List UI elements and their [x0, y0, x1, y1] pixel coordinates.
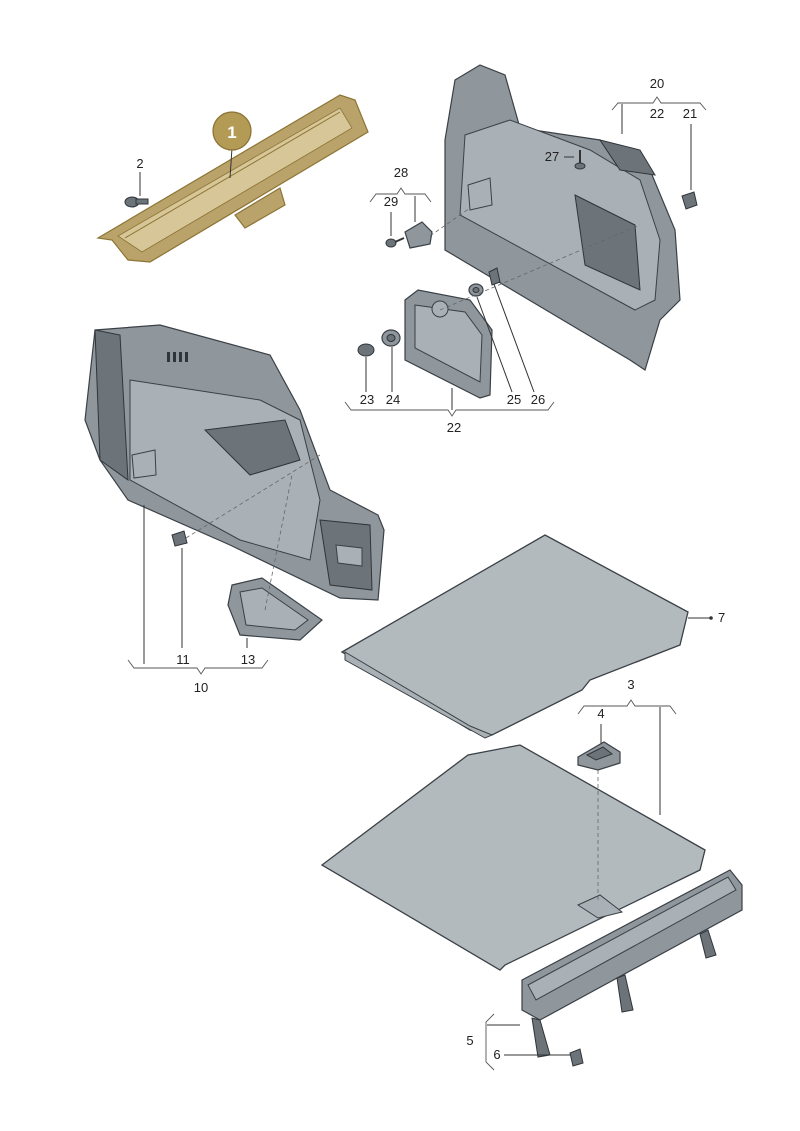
label-23: 23	[360, 392, 374, 407]
label-29: 29	[384, 194, 398, 209]
storage-tray-13[interactable]	[227, 577, 323, 641]
bracket-22-bottom	[344, 401, 555, 417]
label-7: 7	[718, 610, 725, 625]
bracket-3	[577, 699, 677, 715]
cover-4[interactable]	[577, 741, 621, 771]
clip-11[interactable]	[171, 530, 188, 547]
label-21: 21	[683, 106, 697, 121]
screw-29[interactable]	[385, 237, 405, 248]
label-26: 26	[531, 392, 545, 407]
label-10: 10	[194, 680, 208, 695]
label-5: 5	[466, 1033, 473, 1048]
right-side-trim-panel[interactable]	[444, 64, 681, 371]
clip-6[interactable]	[569, 1048, 584, 1067]
clip-2[interactable]	[124, 196, 149, 208]
bracket-28-part[interactable]	[404, 221, 433, 249]
load-floor-panel-7[interactable]	[340, 534, 689, 739]
label-28: 28	[394, 165, 408, 180]
dash-11	[185, 454, 321, 539]
bracket-5	[485, 1013, 495, 1071]
label-25: 25	[507, 392, 521, 407]
label-11: 11	[176, 652, 190, 667]
svg-text:1: 1	[227, 123, 236, 142]
label-20: 20	[650, 76, 664, 91]
label-2: 2	[136, 156, 143, 171]
bracket-10	[127, 659, 269, 675]
dash-cover	[439, 224, 641, 311]
label-6: 6	[493, 1047, 500, 1062]
floor-mat-3[interactable]	[320, 744, 706, 971]
callout-badge-1[interactable]: 1	[212, 111, 252, 151]
highlighted-sill-trim[interactable]	[96, 94, 369, 263]
label-27: 27	[545, 149, 559, 164]
leader-26	[493, 283, 535, 393]
bracket-28	[369, 187, 432, 203]
loading-sill-trim-5[interactable]	[521, 869, 743, 1058]
clip-26[interactable]	[488, 267, 501, 286]
leader-1	[229, 147, 233, 179]
leader-25	[476, 296, 513, 393]
dash-28	[429, 207, 471, 237]
bracket-20	[611, 96, 707, 111]
access-cover-22[interactable]	[404, 289, 493, 399]
clip-21[interactable]	[681, 191, 698, 210]
screw-27[interactable]	[574, 150, 586, 170]
label-13: 13	[241, 652, 255, 667]
grommet-24[interactable]	[381, 329, 401, 347]
label-22-bottom: 22	[447, 420, 461, 435]
label-3: 3	[627, 677, 634, 692]
dash-13	[264, 474, 293, 611]
left-side-trim-panel[interactable]	[84, 324, 385, 601]
label-24: 24	[386, 392, 400, 407]
label-22-top: 22	[650, 106, 664, 121]
label-4: 4	[597, 706, 604, 721]
grommet-25[interactable]	[468, 283, 484, 297]
plug-23[interactable]	[357, 343, 375, 357]
